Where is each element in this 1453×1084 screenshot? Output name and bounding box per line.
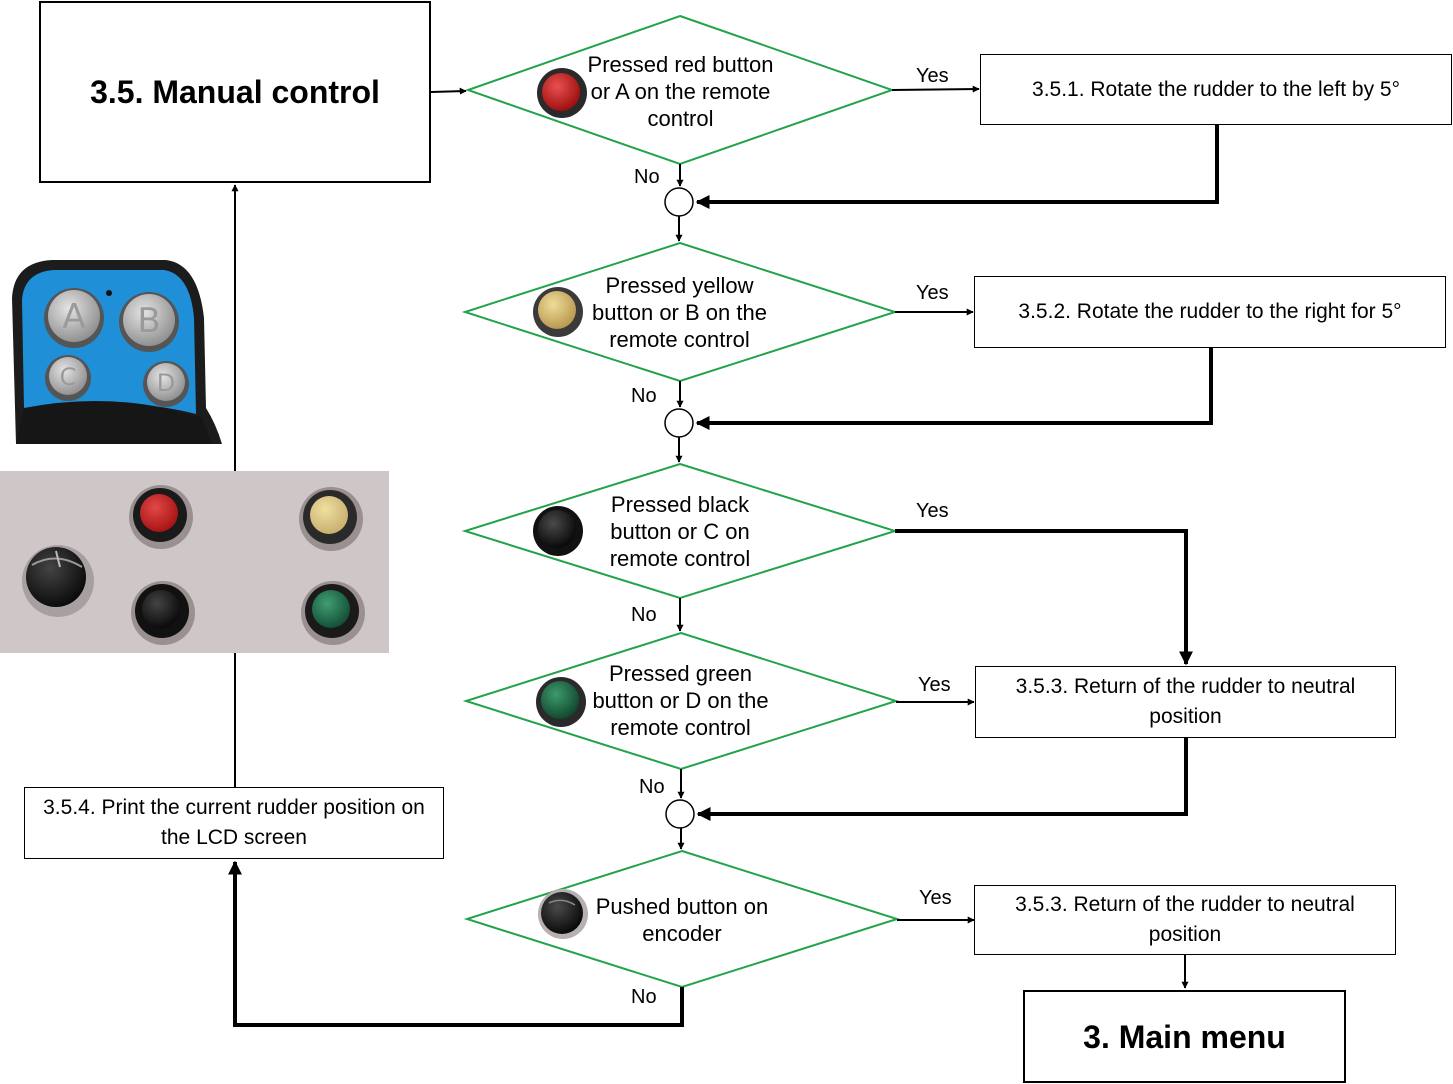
button-panel-photo — [0, 471, 389, 653]
process-print-lcd: 3.5.4. Print the current rudder position… — [24, 787, 444, 859]
label-no-3: No — [631, 604, 657, 626]
end-main-menu: 3. Main menu — [1023, 990, 1346, 1083]
return-p1-to-j1 — [695, 124, 1219, 209]
decision-red-text: Pressed red button or A on the remote co… — [587, 51, 774, 131]
process-return-neutral-exit: 3.5.3. Return of the rudder to neutral p… — [974, 885, 1396, 955]
remote-key-c: C — [45, 355, 91, 401]
decision-black-text: Pressed black button or C on remote cont… — [609, 491, 751, 571]
svg-text:B: B — [137, 301, 160, 341]
return-p2-to-j2 — [695, 347, 1213, 430]
arrow-d5-no — [228, 860, 684, 1027]
junction-3 — [665, 799, 695, 829]
remote-control-photo: A B C D — [6, 258, 222, 444]
arrow-d1-yes — [891, 85, 980, 93]
panel-red-button — [129, 485, 193, 549]
process-rotate-right: 3.5.2. Rotate the rudder to the right fo… — [974, 276, 1446, 348]
svg-text:C: C — [60, 363, 77, 391]
label-no-2: No — [631, 385, 657, 407]
process-return-neutral: 3.5.3. Return of the rudder to neutral p… — [975, 666, 1396, 738]
label-yes-3: Yes — [916, 500, 949, 522]
panel-yellow-button — [299, 487, 363, 551]
label-yes-2: Yes — [916, 282, 949, 304]
arrow-start-to-d1 — [430, 87, 467, 95]
junction-2 — [664, 408, 694, 438]
label-no-4: No — [639, 776, 665, 798]
return-p3-to-j3 — [696, 737, 1188, 821]
panel-encoder-knob — [22, 545, 94, 617]
decision-yellow-text: Pressed yellow button or B on the remote… — [592, 272, 767, 352]
decision-green-text: Pressed green button or D on the remote … — [592, 660, 769, 740]
process-rotate-left: 3.5.1. Rotate the rudder to the left by … — [980, 54, 1452, 125]
decision-encoder-text: Pushed button on encoder — [595, 893, 769, 946]
svg-text:A: A — [62, 297, 85, 337]
svg-text:D: D — [157, 369, 175, 397]
remote-key-d: D — [143, 361, 189, 407]
remote-key-b: B — [119, 292, 179, 352]
label-yes-1: Yes — [916, 65, 949, 87]
arrow-d3-yes — [895, 529, 1193, 666]
remote-key-a: A — [44, 288, 104, 348]
label-yes-4: Yes — [918, 674, 951, 696]
junction-1 — [664, 187, 694, 217]
panel-green-button — [301, 581, 365, 645]
start-manual-control: 3.5. Manual control — [39, 1, 431, 183]
label-yes-5: Yes — [919, 887, 952, 909]
label-no-5: No — [631, 986, 657, 1008]
label-no-1: No — [634, 166, 660, 188]
panel-black-button — [131, 581, 195, 645]
